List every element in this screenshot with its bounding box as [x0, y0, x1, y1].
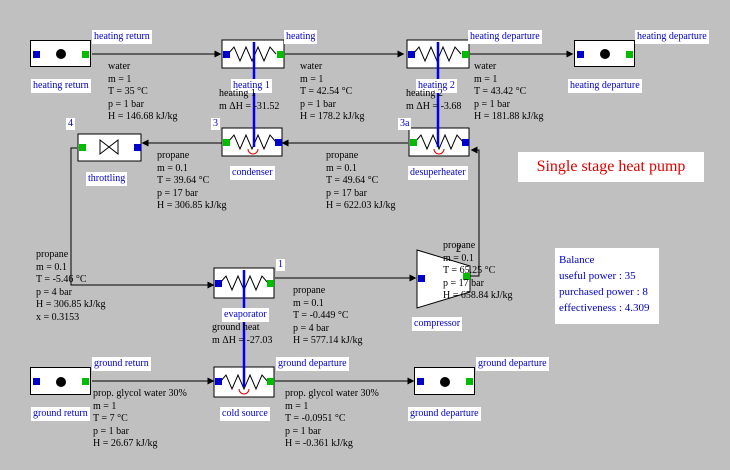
- label-heating-top: heating: [284, 30, 318, 44]
- stream-water-1: water m = 1 T = 35 °C p = 1 bar H = 146.…: [108, 61, 178, 122]
- label-throttling: throttling: [86, 172, 128, 186]
- throttling-valve[interactable]: [77, 133, 142, 162]
- pin-comp-in: [418, 275, 425, 282]
- pin-cold-in: [215, 378, 222, 385]
- balance-heading: Balance: [559, 254, 595, 266]
- pin-heating1-in: [223, 51, 230, 58]
- label-cold-source: cold source: [220, 407, 270, 421]
- stream-propane-desuperheater: propane m = 0.1 T = 49.64 °C p = 17 bar …: [326, 150, 396, 211]
- label-condenser: condenser: [230, 166, 275, 180]
- heat-exchanger-condenser[interactable]: [221, 127, 283, 157]
- label-ground-return-bottom: ground return: [31, 407, 90, 421]
- label-heating2: heating 2: [416, 79, 457, 93]
- stream-propane-evaporator: propane m = 0.1 T = -0.449 °C p = 4 bar …: [293, 285, 363, 346]
- heat-exchange-heating1: heating 1 m ΔH = -31.52: [219, 88, 280, 112]
- node-ground-return[interactable]: [30, 367, 91, 395]
- stream-water-2: water m = 1 T = 42.54 °C p = 1 bar H = 1…: [300, 61, 365, 122]
- pin-evap-in: [215, 280, 222, 287]
- label-heating1: heating 1: [231, 79, 272, 93]
- label-heating-return-top: heating return: [92, 30, 152, 44]
- diagram-title: Single stage heat pump: [518, 152, 704, 182]
- heat-exchange-ground: ground heat m ΔH = -27.03: [212, 322, 273, 346]
- pin-desup-in: [462, 139, 469, 146]
- label-heating-return-bottom: heating return: [31, 79, 91, 93]
- state-number-3a: 3a: [398, 118, 412, 130]
- flow-throt-to-evap: [70, 147, 215, 289]
- flow-comp-to-desup: [470, 146, 480, 277]
- pin-cold-out: [267, 378, 274, 385]
- compressor[interactable]: [416, 249, 471, 309]
- label-heating-departure-top: heating departure: [468, 30, 542, 44]
- pin-heating1-out: [277, 51, 284, 58]
- stream-propane-compressor: propane m = 0.1 T = 65.25 °C p = 17 bar …: [443, 240, 513, 301]
- stream-glycol-1: prop. glycol water 30% m = 1 T = 7 °C p …: [93, 388, 187, 449]
- pin-desup-out: [410, 139, 417, 146]
- state-number-4: 4: [66, 118, 75, 130]
- stream-propane-condenser: propane m = 0.1 T = 39.64 °C p = 17 bar …: [157, 150, 227, 211]
- stream-propane-throttling: propane m = 0.1 T = -5.46 °C p = 4 bar H…: [36, 249, 106, 323]
- label-heating-departure-right-top: heating departure: [635, 30, 709, 44]
- balance-panel: Balance useful power : 35 purchased powe…: [555, 248, 659, 324]
- node-heating-departure[interactable]: [574, 40, 635, 67]
- label-heating-departure-right-bottom: heating departure: [568, 79, 642, 93]
- pin-comp-out: [463, 273, 470, 280]
- pin-throt-in: [134, 144, 141, 151]
- pin-evap-out: [267, 280, 274, 287]
- pin-throt-out: [79, 144, 86, 151]
- label-ground-return-top: ground return: [92, 357, 151, 371]
- balance-useful-power: useful power : 35: [559, 270, 636, 282]
- stream-water-3: water m = 1 T = 43.42 °C p = 1 bar H = 1…: [474, 61, 544, 122]
- label-evaporator: evaporator: [222, 308, 269, 322]
- state-number-1: 1: [276, 259, 285, 271]
- pin-heating2-in: [408, 51, 415, 58]
- state-number-3: 3: [211, 118, 220, 130]
- pin-condenser-out: [223, 139, 230, 146]
- balance-effectiveness: effectiveness : 4.309: [559, 302, 650, 314]
- pin-heating2-out: [462, 51, 469, 58]
- label-compressor: compressor: [412, 317, 463, 331]
- node-ground-departure[interactable]: [414, 367, 475, 395]
- label-ground-departure-top: ground departure: [276, 357, 349, 371]
- stream-glycol-2: prop. glycol water 30% m = 1 T = -0.0951…: [285, 388, 379, 449]
- balance-purchased-power: purchased power : 8: [559, 286, 648, 298]
- node-heating-return[interactable]: [30, 40, 91, 67]
- state-number-2: 2: [456, 244, 461, 255]
- label-desuperheater: desuperheater: [408, 166, 468, 180]
- label-ground-departure-right-bottom: ground departure: [408, 407, 481, 421]
- label-ground-departure-right-top: ground departure: [476, 357, 549, 371]
- pin-condenser-in: [275, 139, 282, 146]
- heat-exchange-heating2: heating 2 m ΔH = -3.68: [406, 88, 462, 112]
